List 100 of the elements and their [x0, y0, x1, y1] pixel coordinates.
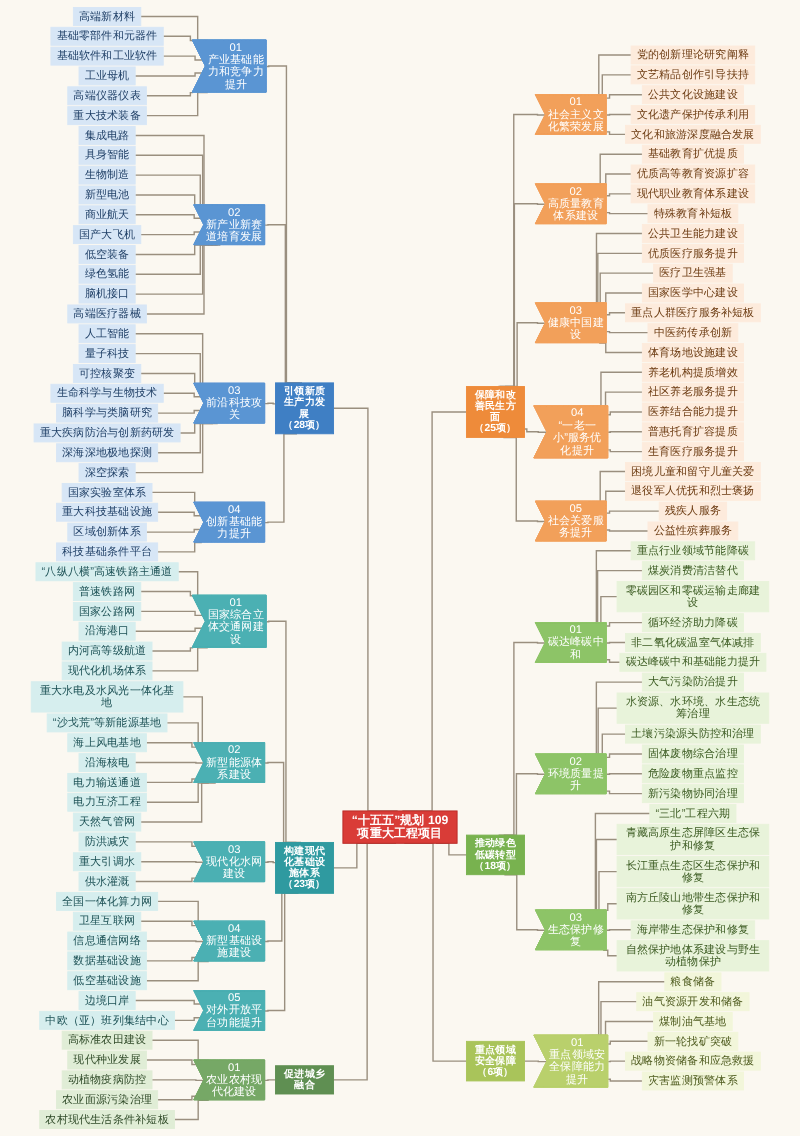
node-box [630, 65, 756, 85]
connector [134, 877, 197, 883]
connector [605, 773, 644, 775]
node-box [275, 382, 334, 435]
node-box [67, 971, 147, 991]
node-box [72, 812, 142, 832]
node-box [625, 462, 761, 481]
node-box [649, 804, 737, 823]
connector [140, 861, 205, 863]
connector [605, 211, 649, 215]
node-box [78, 165, 136, 185]
node-box [641, 144, 744, 164]
connector [151, 647, 194, 652]
node-box [67, 522, 147, 542]
connector [605, 113, 632, 116]
connector [607, 449, 644, 453]
connector [264, 402, 277, 405]
node-box [619, 652, 767, 672]
node-box [72, 601, 142, 621]
node-box [647, 1031, 739, 1051]
connector [134, 761, 205, 764]
node-box [56, 891, 159, 911]
node-box [641, 764, 744, 784]
node-box [641, 744, 744, 764]
node-box [56, 502, 159, 522]
node-box [72, 225, 142, 245]
node-box [466, 386, 525, 438]
node-box [78, 832, 136, 852]
node-box [466, 834, 525, 876]
node-box [39, 1010, 175, 1030]
node-box [46, 713, 168, 733]
node-box [67, 106, 147, 126]
node-box [56, 403, 159, 423]
node-box [67, 86, 147, 106]
node-box [67, 772, 147, 792]
node-box [616, 581, 770, 613]
node-box [616, 856, 770, 888]
node-box [78, 621, 136, 641]
node-box [78, 205, 136, 225]
connector [140, 231, 202, 236]
node-box [78, 245, 136, 264]
connector [145, 1059, 197, 1066]
node-box [616, 940, 770, 972]
connector [173, 1017, 202, 1022]
connector [145, 91, 194, 97]
connector [140, 920, 197, 927]
connector [605, 330, 649, 334]
node-box [625, 724, 761, 744]
node-box [56, 443, 159, 463]
node-box [67, 792, 147, 812]
connector [607, 1040, 649, 1045]
connector [605, 529, 649, 532]
node-box [630, 184, 756, 204]
node-box [72, 582, 142, 601]
node-box [625, 1051, 761, 1071]
connector [605, 641, 627, 644]
connector [607, 431, 644, 433]
node-box [72, 852, 142, 872]
node-box [72, 7, 142, 26]
node-box [56, 542, 159, 562]
node-box [630, 164, 756, 184]
node-box [641, 784, 744, 804]
node-box [72, 363, 142, 383]
node-box [641, 1071, 744, 1091]
node-box [78, 753, 136, 772]
node-box [641, 672, 744, 692]
node-box [641, 382, 744, 402]
node-box [78, 145, 136, 165]
node-box [641, 283, 744, 303]
node-box [466, 1040, 525, 1082]
connector [607, 1060, 627, 1063]
connector [605, 510, 660, 514]
node-box [67, 931, 147, 951]
node-box [641, 224, 744, 243]
node-box [67, 304, 147, 324]
connector [605, 929, 632, 931]
node-box [67, 1050, 147, 1070]
node-box [78, 463, 136, 483]
connector [523, 1060, 549, 1063]
node-box [641, 243, 744, 263]
connector [156, 1095, 197, 1101]
connector [156, 511, 202, 517]
node-box [30, 681, 184, 713]
connector [605, 753, 644, 759]
node-box [275, 842, 334, 894]
connector [264, 861, 277, 864]
node-box [39, 1110, 175, 1129]
node-box [625, 633, 761, 652]
connector [162, 55, 204, 61]
node-box [78, 344, 136, 364]
connector [134, 72, 204, 77]
connector [134, 627, 204, 632]
connector [605, 131, 627, 136]
connector [605, 94, 644, 99]
node-box [647, 521, 739, 541]
node-box [78, 872, 136, 891]
node-box [641, 362, 744, 382]
node-box [78, 66, 136, 86]
node-box [641, 343, 744, 362]
connector [140, 590, 194, 597]
